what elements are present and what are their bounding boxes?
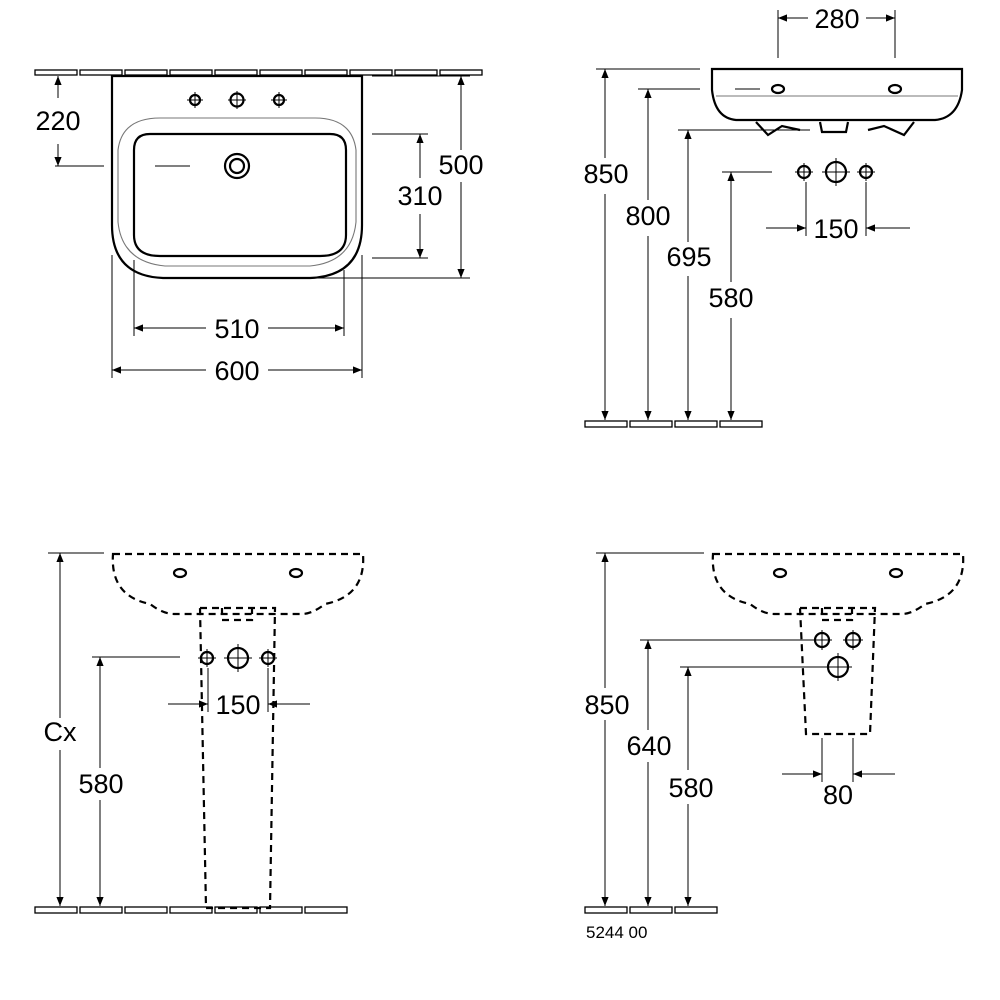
dimension-580-front: 580: [708, 283, 753, 313]
dimension-500: 500: [438, 150, 483, 180]
dimension-580-semi: 580: [668, 773, 713, 803]
basin-dashed-outline: [711, 552, 965, 616]
pedestal-dashed-outline: [198, 606, 277, 910]
dimension-850-front: 850: [583, 159, 628, 189]
dimension-695-front: 695: [666, 242, 711, 272]
dimension-600: 600: [214, 356, 259, 386]
dimension-580-pedestal: 580: [78, 769, 123, 799]
waste-holes-icon: [198, 644, 277, 672]
semi-pedestal-view: 80 850 640 580: [584, 552, 965, 914]
product-code: 5244 00: [586, 923, 647, 942]
dimension-150-pedestal: 150: [215, 690, 260, 720]
top-view: 220 310 500 510 600: [34, 69, 484, 386]
floor-line: [34, 906, 348, 914]
bowl-outline: [132, 132, 348, 258]
dimension-150-front: 150: [813, 214, 858, 244]
dimension-510: 510: [214, 314, 259, 344]
waste-holes-icon: [812, 630, 863, 681]
front-view: 280 150 850 800: [583, 4, 964, 428]
pedestal-view: 150 Cx 580: [34, 552, 365, 914]
tap-holes-icon: [187, 91, 287, 109]
floor-line: [584, 420, 763, 428]
floor-line: [584, 906, 718, 914]
wall-line: [34, 69, 483, 76]
waste-holes-icon: [795, 158, 875, 186]
basin-front-outline: [710, 67, 964, 122]
dimension-cx: Cx: [44, 717, 77, 747]
dimension-850-semi: 850: [584, 690, 629, 720]
dimension-800-front: 800: [625, 201, 670, 231]
basin-outline: [110, 74, 364, 280]
dimension-640-semi: 640: [626, 731, 671, 761]
basin-dashed-outline: [111, 552, 365, 616]
semi-pedestal-dashed-outline: [798, 606, 877, 736]
dimension-310: 310: [397, 181, 442, 211]
drain-icon: [223, 152, 251, 180]
dimension-80: 80: [823, 780, 853, 810]
dimension-280: 280: [814, 4, 859, 34]
dimension-220: 220: [35, 106, 80, 136]
